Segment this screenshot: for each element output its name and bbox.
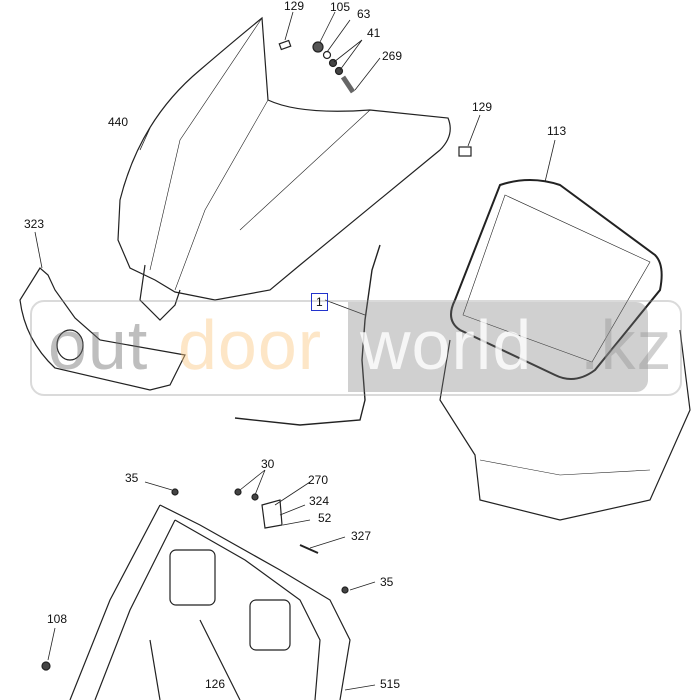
- callout-113[interactable]: 113: [547, 124, 567, 138]
- windshield-part[interactable]: [117, 16, 451, 321]
- watermark-text-world: world: [360, 306, 533, 384]
- frame-515[interactable]: [69, 504, 351, 700]
- callout-108[interactable]: 108: [47, 612, 68, 626]
- watermark-text-out: out: [48, 306, 149, 384]
- callout-35[interactable]: 35: [125, 471, 139, 485]
- watermark-frame: [30, 300, 682, 396]
- clip-129[interactable]: [278, 39, 292, 51]
- storage-bag-113[interactable]: [439, 179, 691, 521]
- watermark-text-door: door: [178, 306, 323, 384]
- callout-41[interactable]: 41: [367, 26, 381, 40]
- callout-126[interactable]: 126: [205, 677, 226, 691]
- callout-269[interactable]: 269: [382, 49, 403, 63]
- callout-35b[interactable]: 35: [380, 575, 394, 589]
- callout-270[interactable]: 270: [308, 473, 329, 487]
- callout-324[interactable]: 324: [309, 494, 330, 508]
- callout-327[interactable]: 327: [351, 529, 372, 543]
- callout-63[interactable]: 63: [357, 7, 371, 21]
- callout-323[interactable]: 323: [24, 217, 45, 231]
- watermark-text-kz: .kz: [580, 306, 673, 384]
- callout-515[interactable]: 515: [380, 677, 401, 691]
- cable-1[interactable]: [234, 244, 381, 426]
- callout-1[interactable]: 1: [311, 293, 328, 311]
- lower-panel-323[interactable]: [19, 267, 186, 391]
- bracket-270[interactable]: [261, 499, 283, 529]
- watermark-dark-block: [348, 302, 648, 392]
- clip-129b[interactable]: [458, 146, 472, 157]
- callout-440[interactable]: 440: [108, 115, 129, 129]
- callout-105[interactable]: 105: [330, 0, 351, 14]
- callout-52[interactable]: 52: [318, 511, 332, 525]
- callout-30[interactable]: 30: [261, 457, 275, 471]
- callout-129[interactable]: 129: [284, 0, 305, 13]
- callout-129b[interactable]: 129: [472, 100, 493, 114]
